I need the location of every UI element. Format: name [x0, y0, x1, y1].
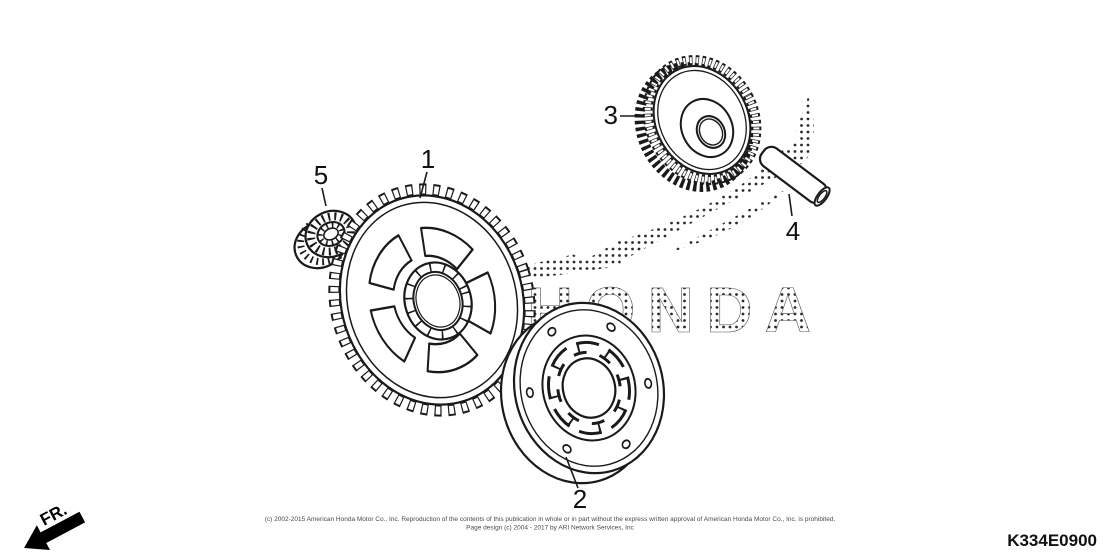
pin-bore: [816, 189, 828, 204]
copyright-line-1: (c) 2002-2015 American Honda Motor Co., …: [265, 516, 836, 523]
gear3-teeth-face: [644, 57, 760, 183]
front-arrow-icon: [24, 511, 86, 551]
clutch-sprag-ring: [556, 350, 622, 426]
callout-3[interactable]: 3: [604, 100, 644, 130]
callout-5[interactable]: 5: [314, 160, 328, 207]
part-4-pin: [758, 145, 831, 207]
part-3-idle-gear: [634, 55, 762, 192]
callout-5-leader: [321, 187, 327, 207]
callout-2-leader: [565, 456, 579, 489]
gear1-rim-inner: [345, 201, 519, 399]
diagram-code: K334E0900: [1007, 531, 1097, 550]
wing-watermark-shape: [470, 96, 814, 280]
clutch-face-ring: [519, 309, 659, 467]
front-direction-marker: FR.: [24, 500, 86, 551]
callout-1-leader: [419, 171, 428, 199]
wing-gap-stripe: [620, 158, 818, 268]
callout-1[interactable]: 1: [419, 144, 435, 199]
bearing-inner-needles: [317, 222, 345, 246]
part-1-driven-gear: [328, 183, 536, 417]
bearing-inner-race: [323, 227, 339, 241]
callout-5-label[interactable]: 5: [314, 160, 328, 190]
gear1-bore: [412, 270, 464, 332]
gear3-face-ring: [657, 69, 747, 171]
callout-4[interactable]: 4: [786, 193, 800, 246]
callout-4-label[interactable]: 4: [786, 216, 800, 246]
clutch-ratchet-ticks: [547, 341, 631, 435]
gear3-bore-inner: [698, 118, 724, 146]
clutch-center-hole: [561, 357, 617, 419]
copyright-line-2: Page design (c) 2004 - 2017 by ARI Netwo…: [466, 525, 634, 532]
callout-2[interactable]: 2: [565, 456, 587, 514]
callout-2-label[interactable]: 2: [573, 484, 587, 514]
callouts: 1 2 3 4 5: [314, 100, 800, 514]
callout-3-label[interactable]: 3: [604, 100, 618, 130]
pin-end-face: [813, 186, 831, 207]
part-2-starter-clutch: [499, 301, 666, 485]
part-5-needle-bearing: [293, 209, 358, 270]
footer: (c) 2002-2015 American Honda Motor Co., …: [265, 516, 1097, 550]
callout-1-label[interactable]: 1: [421, 144, 435, 174]
gear1-bore-inner-edge: [415, 274, 461, 328]
callout-4-leader: [788, 193, 793, 217]
gear1-hub-spline-ticks: [404, 262, 472, 340]
